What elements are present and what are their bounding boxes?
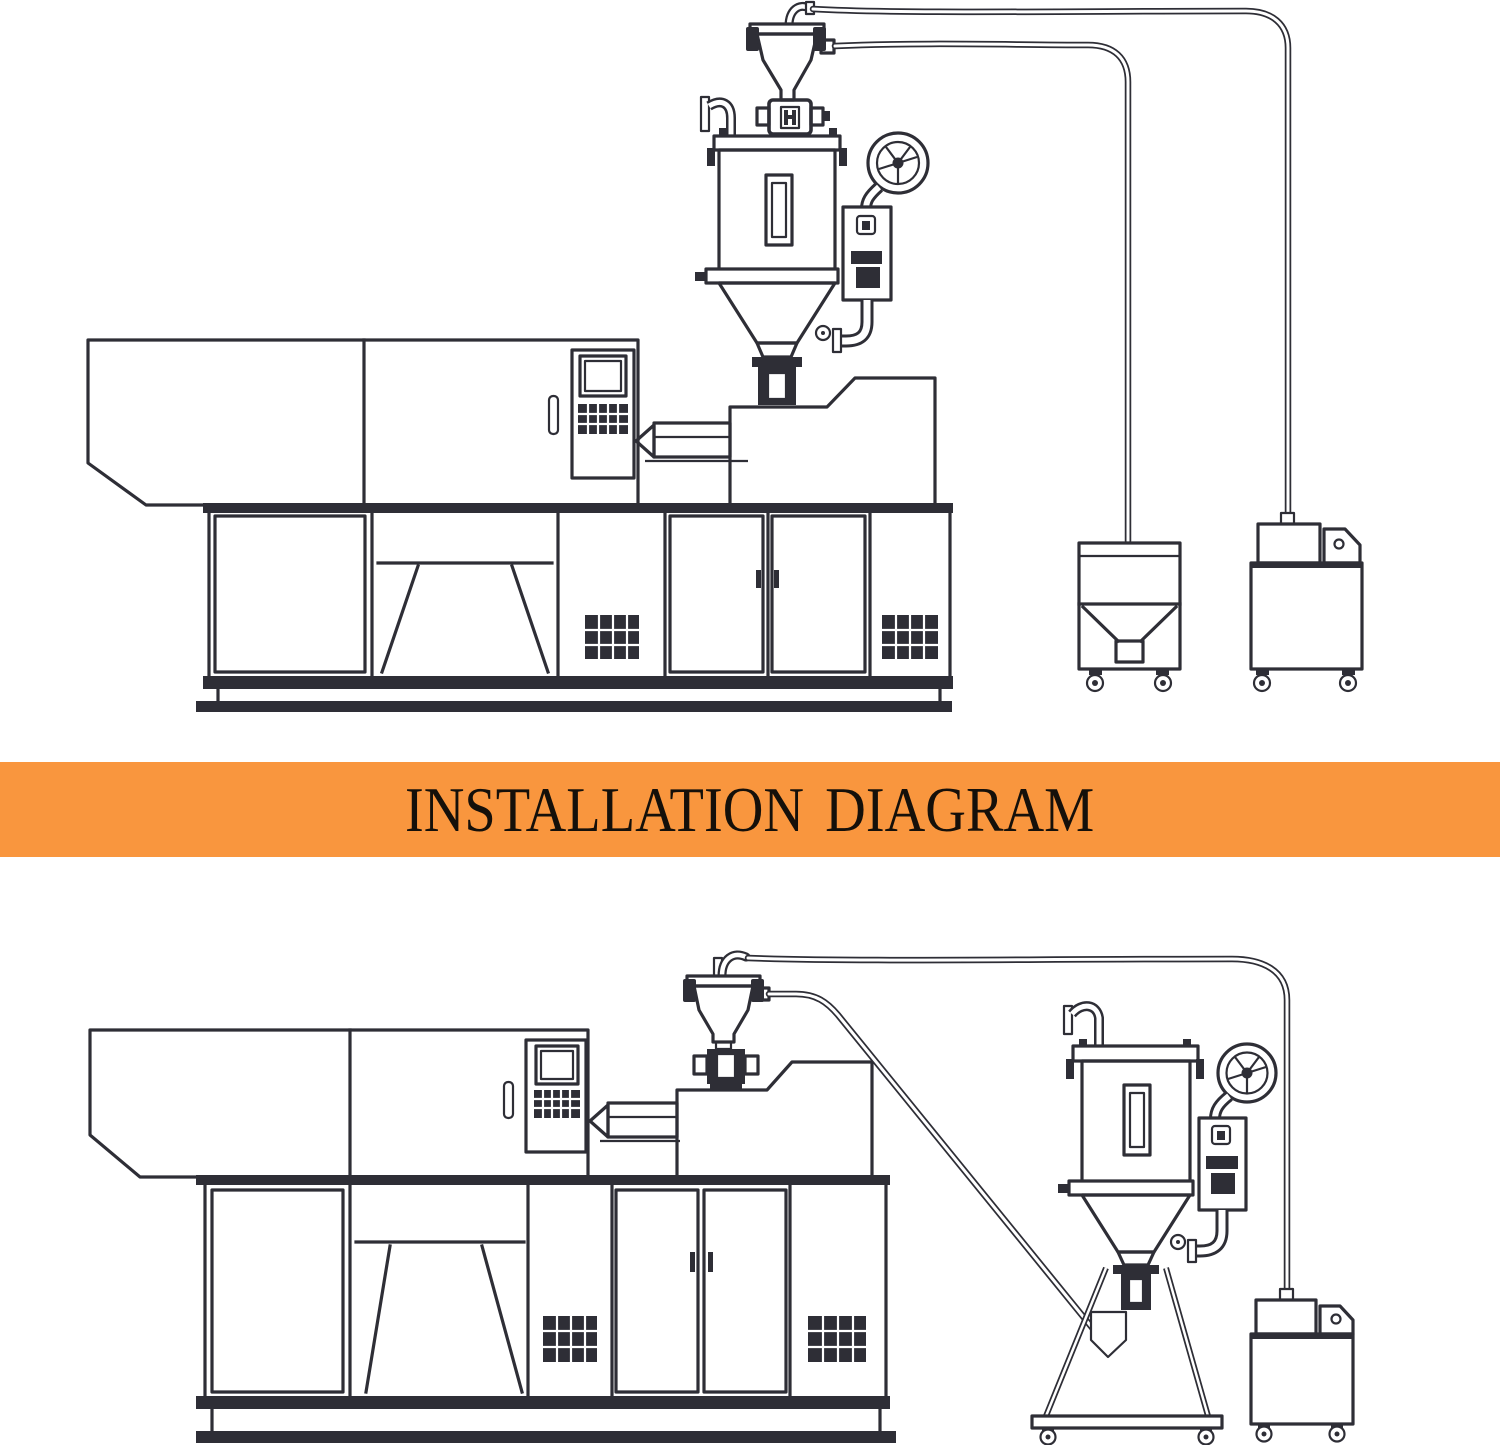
injection-barrel bbox=[588, 1101, 680, 1143]
process-air-pipe bbox=[814, 300, 874, 354]
door-handle bbox=[756, 570, 761, 588]
bottom-installation-drawing bbox=[88, 950, 1355, 1445]
sight-glass bbox=[764, 173, 794, 247]
caster-wheel bbox=[1252, 669, 1272, 693]
dryer-barrel bbox=[717, 148, 837, 272]
caster-wheel bbox=[1153, 669, 1173, 693]
vacuum-motor bbox=[1256, 522, 1322, 565]
vent-grille bbox=[585, 615, 639, 659]
process-air-pipe bbox=[1169, 1210, 1229, 1264]
band-clamp bbox=[704, 267, 840, 285]
vent-grille bbox=[543, 1316, 597, 1362]
ground-rail bbox=[196, 1431, 896, 1443]
return-air-pipe bbox=[699, 95, 736, 137]
pickup-chute bbox=[1089, 1310, 1128, 1359]
dryer-discharge bbox=[1113, 1250, 1159, 1310]
machine-base-cabinet bbox=[196, 1175, 896, 1443]
dryer-discharge-mount bbox=[752, 341, 802, 405]
dryer-control-box bbox=[841, 205, 893, 302]
machine-control-panel bbox=[502, 1038, 588, 1154]
banner-title: INSTALLATION DIAGRAM bbox=[405, 773, 1095, 845]
floor-stand bbox=[1030, 1266, 1224, 1445]
discharge-valve bbox=[755, 98, 830, 136]
injection-molding-machine-bottom bbox=[88, 1028, 896, 1443]
door-handle bbox=[708, 1252, 713, 1272]
suction-hose-from-dryer bbox=[765, 990, 1098, 1334]
caster-wheel bbox=[1085, 669, 1105, 693]
dryer-lid bbox=[712, 134, 842, 152]
blower-fan-icon bbox=[866, 131, 930, 195]
magnet-base bbox=[692, 1049, 760, 1091]
caster-wheel bbox=[1039, 1428, 1057, 1445]
vacuum-hose-to-vacuum-unit bbox=[744, 954, 1291, 1293]
sensor-port bbox=[1169, 1233, 1187, 1251]
vacuum-pump-unit-top bbox=[1249, 511, 1364, 693]
hopper-dryer-bottom bbox=[1030, 1001, 1278, 1445]
sight-glass bbox=[1122, 1083, 1152, 1157]
door-handle-slot bbox=[547, 394, 560, 436]
caster-wheel bbox=[1338, 669, 1358, 693]
vent-grille bbox=[808, 1316, 866, 1362]
conveying-hose-to-vacuum-unit bbox=[809, 5, 1292, 517]
vent-grille bbox=[882, 615, 938, 659]
vacuum-pump-unit-bottom bbox=[1249, 1287, 1355, 1443]
dryer-control-box bbox=[1197, 1116, 1248, 1212]
caster-wheel bbox=[1255, 1424, 1273, 1443]
door-handle-slot bbox=[502, 1080, 515, 1120]
machine-mounted-vacuum-receiver bbox=[683, 950, 771, 1091]
return-air-pipe bbox=[1062, 1001, 1104, 1048]
dryer-barrel bbox=[1080, 1059, 1192, 1185]
top-installation-drawing bbox=[86, 0, 1364, 712]
vacuum-hopper-loader bbox=[746, 0, 836, 136]
door-handle bbox=[690, 1252, 695, 1272]
caster-wheel bbox=[1197, 1428, 1215, 1445]
machine-control-panel bbox=[547, 348, 636, 480]
injection-molding-machine-top bbox=[86, 338, 953, 712]
caster-wheel bbox=[1328, 1424, 1346, 1443]
storage-hopper-bin bbox=[1077, 541, 1182, 693]
band-clamp bbox=[1067, 1179, 1195, 1197]
door-handle bbox=[774, 570, 779, 588]
dryer-cone bbox=[717, 281, 837, 345]
blower-fan-icon bbox=[1216, 1042, 1278, 1104]
dryer-lid bbox=[1071, 1044, 1200, 1063]
ground-rail bbox=[196, 701, 952, 712]
sensor-port bbox=[814, 324, 832, 342]
dryer-cone bbox=[1080, 1193, 1192, 1254]
hopper-dryer-top bbox=[695, 0, 930, 405]
vacuum-motor bbox=[1254, 1298, 1318, 1336]
conveying-hose-to-storage-bin bbox=[831, 40, 1132, 545]
machine-base-cabinet bbox=[196, 503, 953, 712]
section-banner: INSTALLATION DIAGRAM bbox=[0, 762, 1500, 857]
